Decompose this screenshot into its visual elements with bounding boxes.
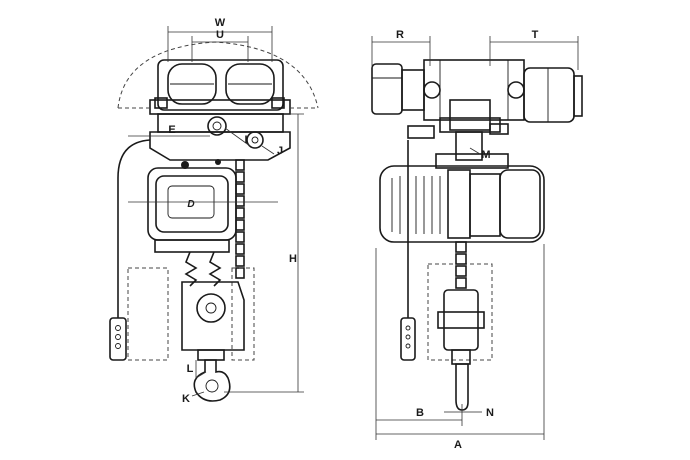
load-hook [193, 359, 231, 402]
hoist-side-body [379, 165, 545, 243]
side-hook [455, 363, 469, 411]
trolley-dome-outline [117, 41, 319, 109]
chain-bucket-left [127, 267, 169, 361]
trolley-motor-right [523, 67, 575, 123]
dim-label-J: J [277, 145, 283, 157]
pendant-control[interactable] [109, 317, 127, 361]
bottom-block [181, 281, 245, 351]
dim-label-L: L [187, 363, 194, 375]
trolley-frame [157, 59, 284, 111]
suspension-yoke [149, 131, 291, 161]
dim-label-T: T [532, 29, 539, 41]
dim-label-A: A [454, 439, 462, 451]
svg-text:D: D [187, 199, 194, 210]
beam-web [449, 99, 491, 131]
side-pendant-control[interactable] [400, 317, 416, 361]
beam-flange [149, 99, 291, 115]
dim-label-W: W [215, 17, 226, 29]
dim-label-R: R [396, 29, 404, 41]
trolley-motor-left [371, 63, 403, 115]
dim-label-I: I [244, 134, 247, 146]
side-chain [455, 241, 467, 289]
dim-label-M: M [481, 149, 490, 161]
side-bottom-block [443, 289, 479, 351]
chain-bucket-right [231, 267, 255, 361]
trolley-side-frame [423, 59, 525, 121]
trolley-wheel-right [225, 63, 275, 105]
load-chain [235, 159, 245, 279]
dim-label-K: K [182, 393, 190, 405]
dim-label-N: N [486, 407, 494, 419]
dim-label-U: U [216, 29, 224, 41]
pendant-cable [117, 139, 151, 318]
dim-label-E: E [168, 124, 175, 136]
dim-label-H: H [289, 253, 297, 265]
front-view: D [109, 17, 319, 405]
dim-label-B: B [416, 407, 424, 419]
side-view: R T M B N A [371, 29, 583, 451]
trolley-wheel-left [167, 63, 217, 105]
yoke-pin [207, 116, 227, 136]
